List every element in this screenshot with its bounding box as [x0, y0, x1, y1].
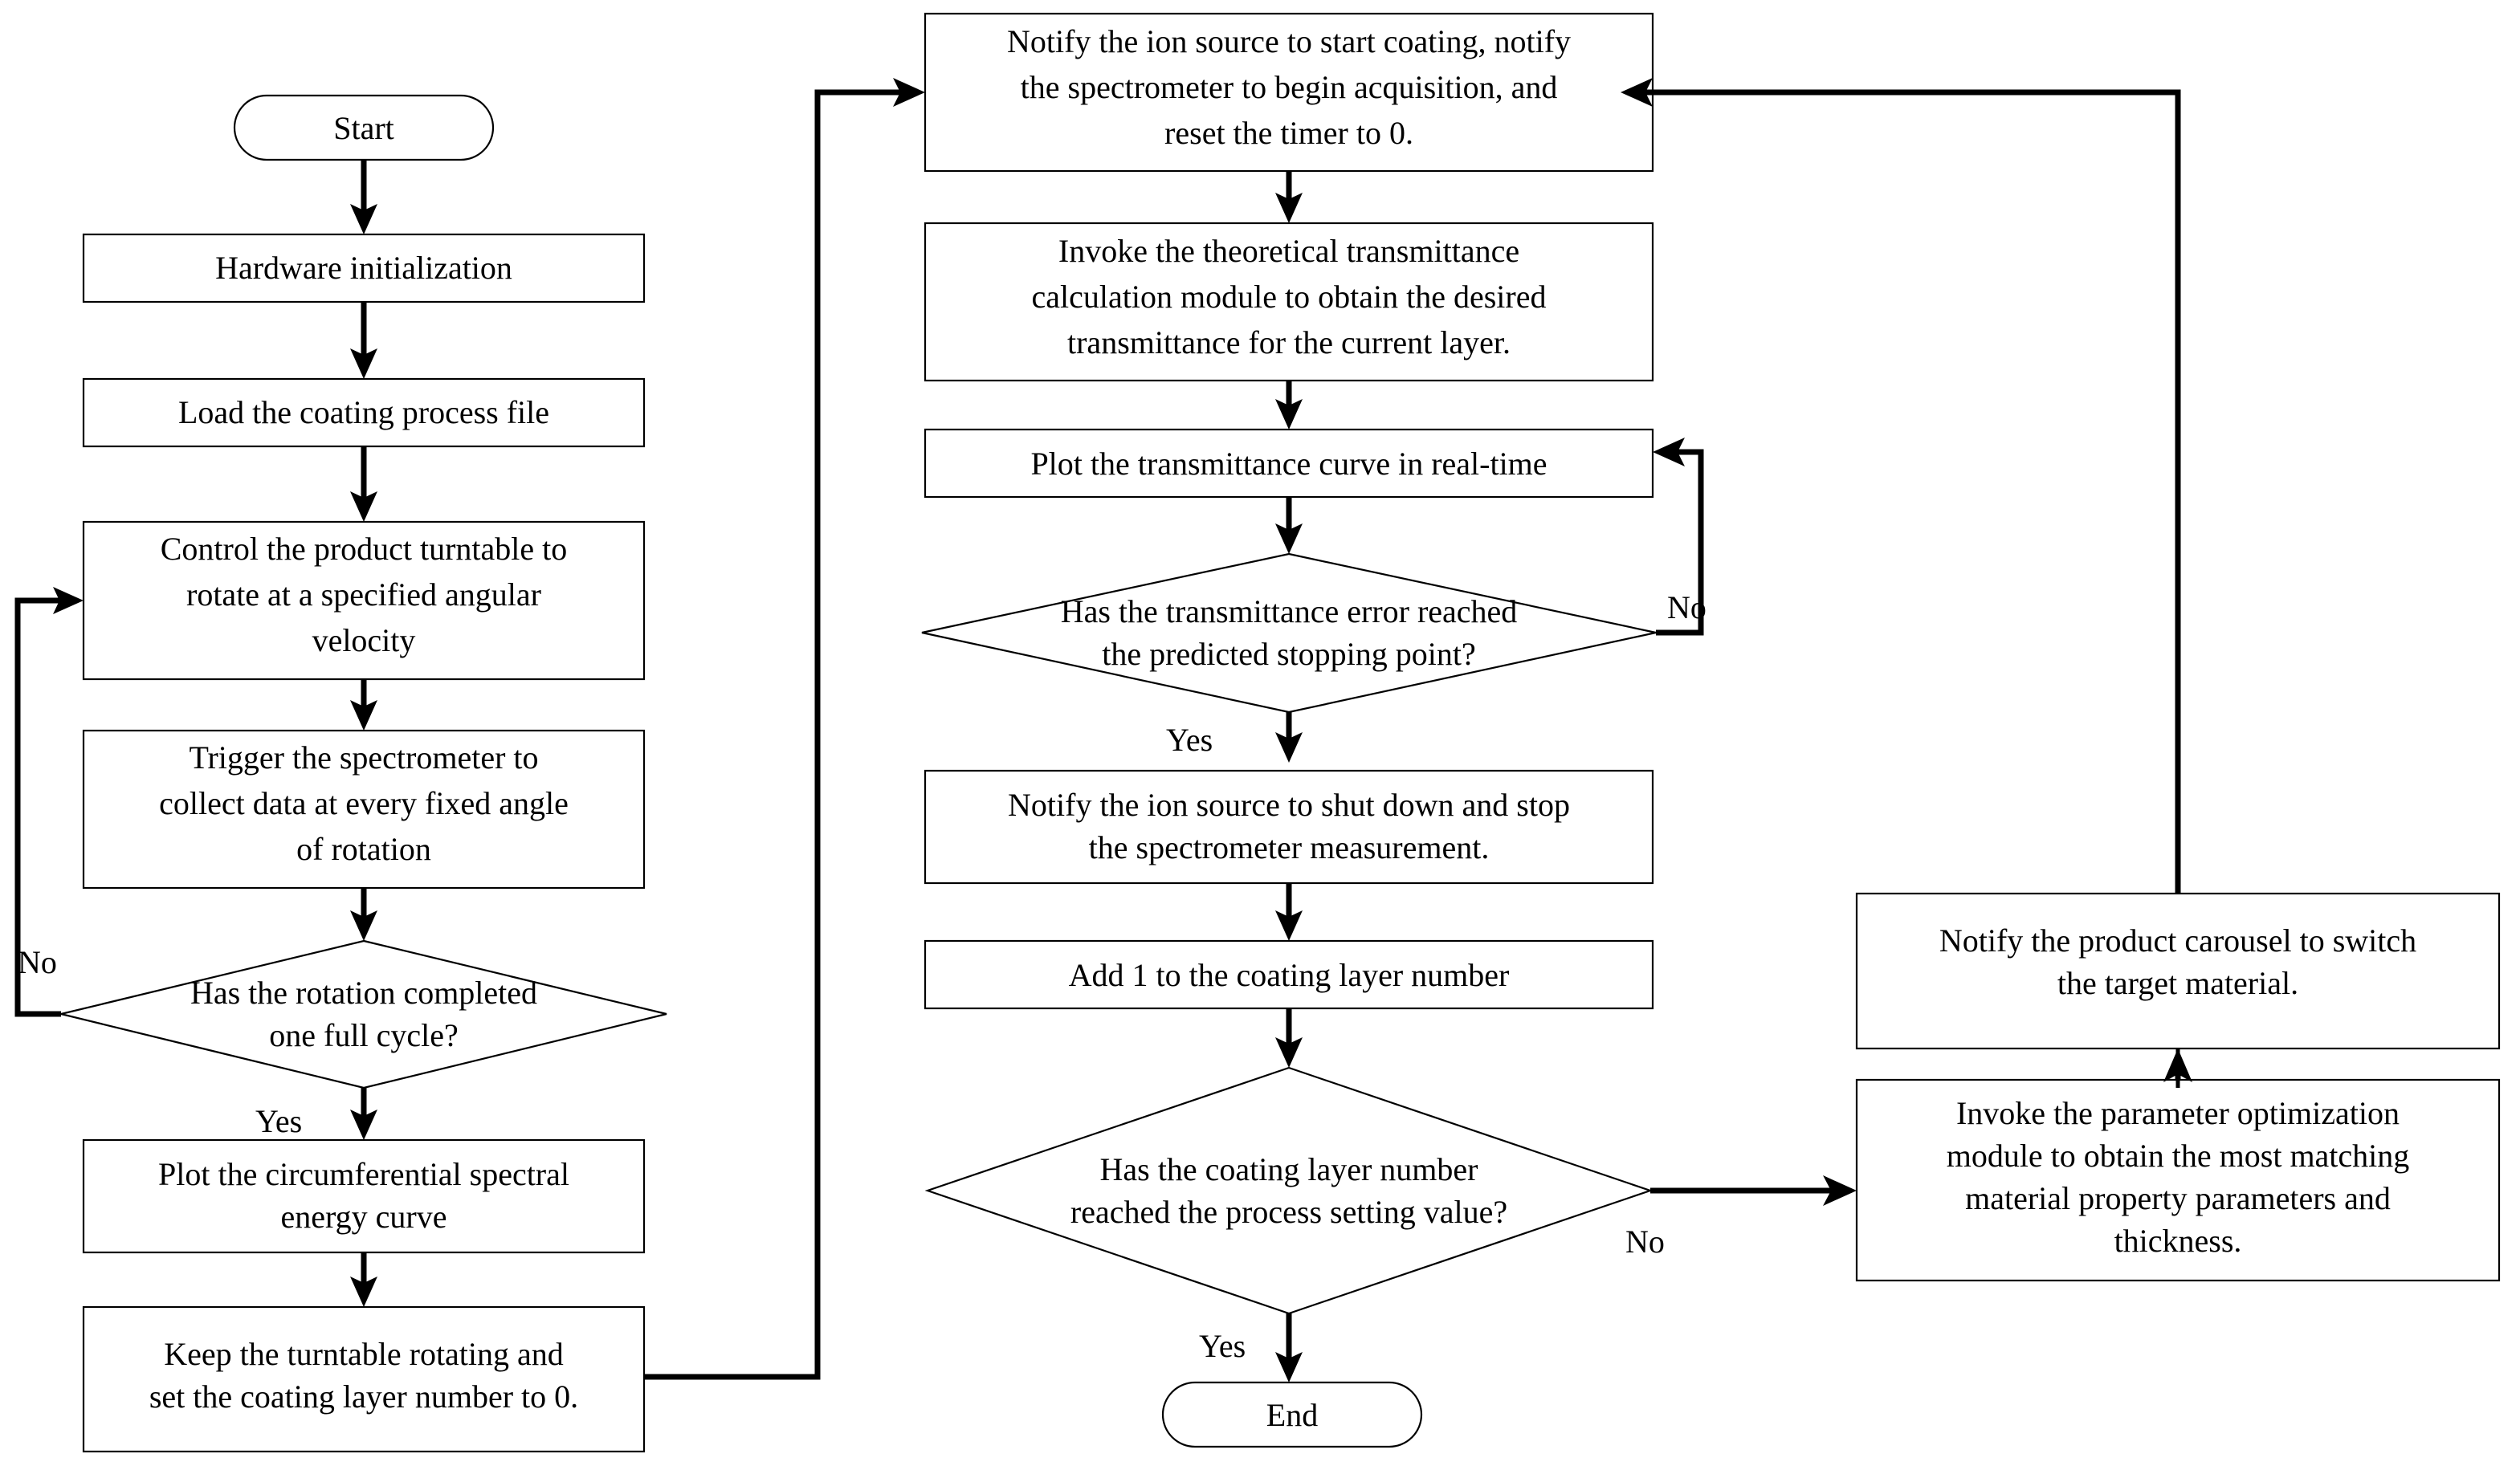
- edge-label-transmittance-yes: Yes: [1166, 722, 1213, 758]
- edge-notify-start-to-invoke-theoretical: [1275, 171, 1303, 223]
- trigger-spectrometer-line-2: of rotation: [296, 831, 431, 867]
- edge-label-layer-no: No: [1625, 1224, 1665, 1260]
- edge-carousel-to-notify-start: [1621, 78, 2181, 894]
- invoke-optimization-line-1: module to obtain the most matching: [1947, 1138, 2410, 1174]
- hardware-init-line-0: Hardware initialization: [215, 250, 512, 286]
- node-notify-carousel[interactable]: Notify the product carousel to switch th…: [1855, 892, 2501, 1050]
- node-trigger-spectrometer[interactable]: Trigger the spectrometer to collect data…: [82, 729, 646, 890]
- plot-transmittance-shape: [924, 428, 1654, 499]
- trigger-spectrometer-line-0: Trigger the spectrometer to: [189, 739, 538, 776]
- edge-rotation-no-loop: [14, 587, 84, 1017]
- end-label: End: [1266, 1397, 1318, 1433]
- notify-shutdown-line-0: Notify the ion source to shut down and s…: [1008, 787, 1570, 823]
- invoke-theoretical-line-1: calculation module to obtain the desired: [1032, 279, 1547, 315]
- edge-optimization-carousel: [2163, 1048, 2192, 1084]
- rotation-check-line-1: one full cycle?: [269, 1017, 458, 1053]
- transmittance-check-line-1: the predicted stopping point?: [1102, 636, 1475, 672]
- node-rotation-check[interactable]: Has the rotation completed one full cycl…: [60, 939, 667, 1089]
- edge-keep-rotating-to-notify-start: [644, 78, 925, 1380]
- invoke-optimization-line-0: Invoke the parameter optimization: [1956, 1095, 2400, 1131]
- node-notify-start-coating[interactable]: Notify the ion source to start coating, …: [924, 12, 1654, 173]
- control-turntable-line-0: Control the product turntable to: [161, 531, 568, 567]
- notify-start-coating-line-0: Notify the ion source to start coating, …: [1007, 23, 1571, 59]
- node-plot-transmittance[interactable]: Plot the transmittance curve in real-tim…: [924, 428, 1654, 499]
- keep-rotating-shape: [82, 1305, 646, 1453]
- notify-start-coating-line-1: the spectrometer to begin acquisition, a…: [1021, 69, 1558, 105]
- node-plot-circumferential[interactable]: Plot the circumferential spectral energy…: [82, 1138, 646, 1254]
- notify-carousel-shape: [1855, 892, 2501, 1050]
- plot-transmittance-line-0: Plot the transmittance curve in real-tim…: [1030, 446, 1547, 482]
- plot-circumferential-line-1: energy curve: [281, 1199, 447, 1235]
- edge-rotation-yes: [350, 1088, 377, 1140]
- notify-carousel-line-1: the target material.: [2057, 965, 2298, 1001]
- hardware-init-shape: [82, 233, 646, 303]
- add-layer-line-0: Add 1 to the coating layer number: [1069, 957, 1510, 993]
- node-end[interactable]: End: [1161, 1381, 1423, 1448]
- invoke-optimization-shape: [1855, 1078, 2501, 1282]
- node-layer-check[interactable]: Has the coating layer number reached the…: [924, 1066, 1653, 1315]
- notify-start-coating-shape: [924, 12, 1654, 173]
- node-transmittance-check[interactable]: Has the transmittance error reached the …: [921, 552, 1657, 714]
- node-invoke-theoretical[interactable]: Invoke the theoretical transmittance cal…: [924, 222, 1654, 382]
- edge-label-layer-yes: Yes: [1199, 1328, 1246, 1364]
- keep-rotating-line-1: set the coating layer number to 0.: [149, 1378, 578, 1415]
- node-add-layer[interactable]: Add 1 to the coating layer number: [924, 939, 1654, 1010]
- node-start[interactable]: Start: [233, 94, 495, 161]
- edge-notify-shutdown-to-add-layer: [1275, 883, 1303, 941]
- edge-trigger-to-rotation-check: [350, 888, 377, 941]
- notify-shutdown-line-1: the spectrometer measurement.: [1089, 829, 1490, 865]
- rotation-check-shape: [60, 939, 667, 1089]
- add-layer-shape: [924, 939, 1654, 1010]
- edge-layer-yes-to-end: [1275, 1313, 1303, 1382]
- control-turntable-line-1: rotate at a specified angular: [186, 576, 541, 613]
- trigger-spectrometer-line-1: collect data at every fixed angle: [159, 785, 569, 821]
- node-load-process-file[interactable]: Load the coating process file: [82, 377, 646, 448]
- notify-shutdown-shape: [924, 769, 1654, 885]
- transmittance-check-line-0: Has the transmittance error reached: [1061, 593, 1518, 629]
- node-invoke-optimization[interactable]: Invoke the parameter optimization module…: [1855, 1078, 2501, 1282]
- node-control-turntable[interactable]: Control the product turntable to rotate …: [82, 520, 646, 681]
- notify-start-coating-line-2: reset the timer to 0.: [1164, 115, 1413, 151]
- invoke-theoretical-shape: [924, 222, 1654, 382]
- end-shape: [1161, 1381, 1423, 1448]
- control-turntable-shape: [82, 520, 646, 681]
- edge-transmittance-no-loop: [1653, 438, 1704, 636]
- layer-check-shape: [924, 1066, 1653, 1315]
- edge-load-to-control: [350, 446, 377, 522]
- invoke-optimization-line-2: material property parameters and: [1965, 1180, 2391, 1216]
- edge-layer-no-to-optimization: [1650, 1175, 1857, 1206]
- start-label: Start: [333, 110, 394, 146]
- edge-transmittance-yes: [1275, 712, 1303, 763]
- rotation-check-line-0: Has the rotation completed: [190, 975, 537, 1011]
- transmittance-check-shape: [921, 552, 1657, 714]
- load-process-file-line-0: Load the coating process file: [178, 394, 549, 430]
- edge-label-rotation-yes: Yes: [255, 1103, 302, 1139]
- edge-control-to-trigger: [350, 679, 377, 731]
- edge-add-layer-to-layer-check: [1275, 1008, 1303, 1068]
- invoke-theoretical-line-0: Invoke the theoretical transmittance: [1058, 233, 1519, 269]
- edge-plot-to-keep-rotating: [350, 1252, 377, 1307]
- plot-circumferential-line-0: Plot the circumferential spectral: [158, 1156, 569, 1192]
- layer-check-line-1: reached the process setting value?: [1070, 1194, 1507, 1230]
- edge-plot-transmittance-to-check: [1275, 497, 1303, 554]
- layer-check-line-0: Has the coating layer number: [1100, 1151, 1478, 1187]
- edge-invoke-theoretical-to-plot: [1275, 381, 1303, 430]
- edge-hardware-to-load: [350, 302, 377, 379]
- control-turntable-line-2: velocity: [312, 622, 416, 658]
- invoke-optimization-line-3: thickness.: [2114, 1223, 2242, 1259]
- node-keep-rotating[interactable]: Keep the turntable rotating and set the …: [82, 1305, 646, 1453]
- trigger-spectrometer-shape: [82, 729, 646, 890]
- node-hardware-init[interactable]: Hardware initialization: [82, 233, 646, 303]
- notify-carousel-line-0: Notify the product carousel to switch: [1939, 922, 2416, 959]
- node-notify-shutdown[interactable]: Notify the ion source to shut down and s…: [924, 769, 1654, 885]
- edge-start-to-hardware: [350, 160, 377, 234]
- edge-label-rotation-no: No: [18, 944, 57, 980]
- keep-rotating-line-0: Keep the turntable rotating and: [164, 1336, 564, 1372]
- plot-circumferential-shape: [82, 1138, 646, 1254]
- invoke-theoretical-line-2: transmittance for the current layer.: [1067, 324, 1511, 360]
